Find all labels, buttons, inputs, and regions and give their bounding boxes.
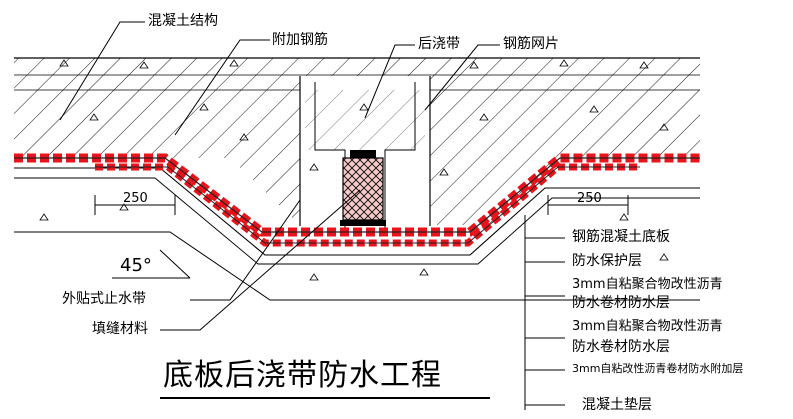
label-concrete-structure: 混凝土结构 xyxy=(148,13,218,29)
post-pour-strip-boundaries xyxy=(299,76,431,228)
leader-lines xyxy=(59,21,500,331)
drawing-title: 底板后浇带防水工程 xyxy=(163,358,442,393)
label-cushion-layer: 混凝土垫层 xyxy=(582,397,652,413)
label-membrane-1-line1: 3mm自粘聚合物改性沥青 xyxy=(572,277,723,292)
label-rc-base-slab: 钢筋混凝土底板 xyxy=(572,229,670,245)
label-membrane-1-line2: 防水卷材防水层 xyxy=(572,295,670,311)
angle-text: 45° xyxy=(120,255,152,276)
label-post-pour-strip: 后浇带 xyxy=(418,36,460,52)
waterproof-membrane xyxy=(14,153,700,247)
angle-marker xyxy=(112,249,191,279)
label-external-waterstop: 外贴式止水带 xyxy=(62,291,146,307)
dimension-left xyxy=(94,195,176,215)
label-additional-layer: 3mm自粘改性沥青卷材防水附加层 xyxy=(572,362,744,375)
filler-material-block xyxy=(340,150,386,226)
label-membrane-2-line2: 防水卷材防水层 xyxy=(572,339,670,355)
label-rebar-mesh: 钢筋网片 xyxy=(503,36,559,52)
label-additional-rebar: 附加钢筋 xyxy=(272,32,328,48)
dimension-left-text: 250 xyxy=(123,191,148,206)
layer-ticks xyxy=(525,237,565,406)
dimension-right-text: 250 xyxy=(577,191,602,206)
label-protective-layer: 防水保护层 xyxy=(572,253,642,269)
dimension-right xyxy=(547,195,629,215)
label-filler-material: 填缝材料 xyxy=(92,321,148,337)
label-membrane-2-line1: 3mm自粘聚合物改性沥青 xyxy=(572,319,723,334)
aggregate-marks xyxy=(39,59,669,281)
